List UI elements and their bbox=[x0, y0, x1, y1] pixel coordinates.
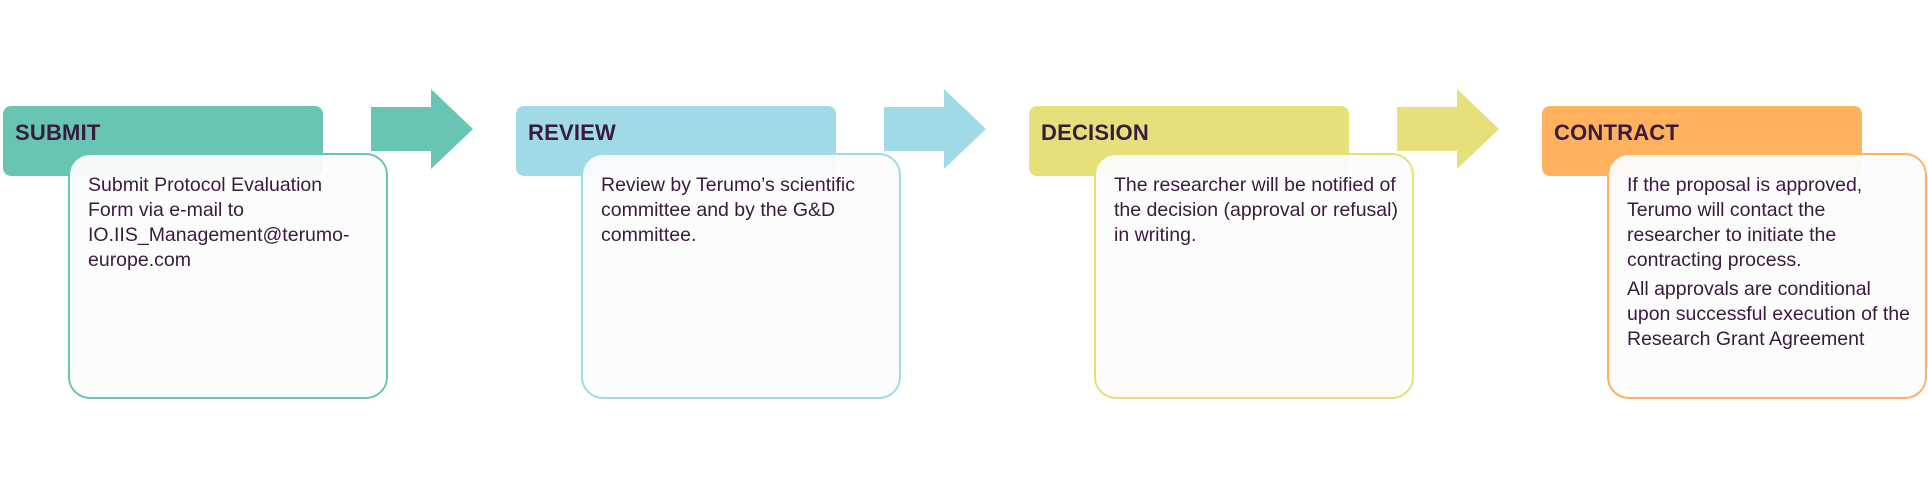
step-description-text: The researcher will be notified of the d… bbox=[1114, 174, 1398, 246]
step-description-card: The researcher will be notified of the d… bbox=[1094, 153, 1414, 399]
step-description-text: Submit Protocol Evaluation Form via e-ma… bbox=[88, 174, 350, 271]
arrow-right-icon bbox=[1397, 89, 1499, 169]
arrow-right-icon bbox=[371, 89, 473, 169]
step-description-text: Review by Terumo’s scientific committee … bbox=[601, 174, 855, 246]
step-description-card: If the proposal is approved, Terumo will… bbox=[1607, 153, 1927, 399]
step-description-card: Review by Terumo’s scientific committee … bbox=[581, 153, 901, 399]
step-description-card: Submit Protocol Evaluation Form via e-ma… bbox=[68, 153, 388, 399]
step-description-text: If the proposal is approved, Terumo will… bbox=[1627, 174, 1863, 271]
arrow-right-icon bbox=[884, 89, 986, 169]
step-description-text: All approvals are conditional upon succe… bbox=[1627, 278, 1910, 350]
